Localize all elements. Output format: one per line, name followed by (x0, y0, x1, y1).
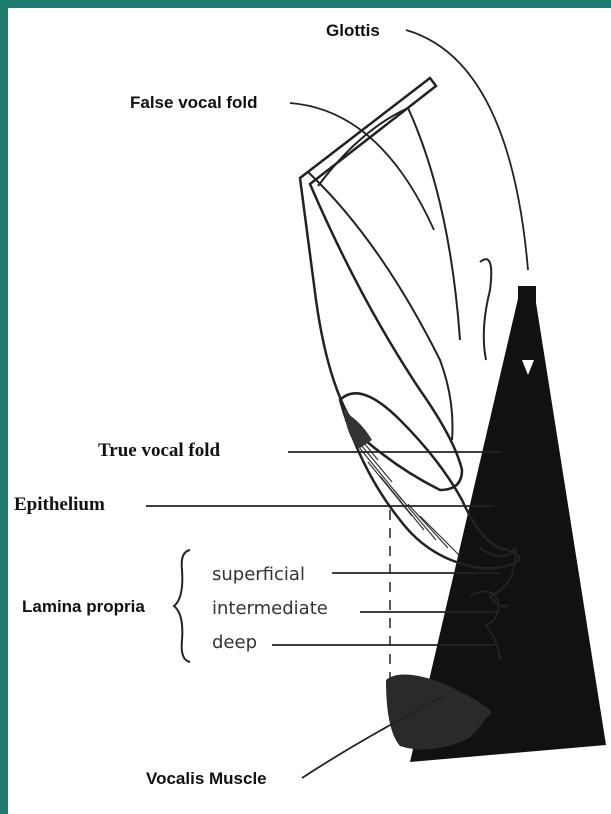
false-fold-outline (300, 78, 462, 490)
false-fold-leader (290, 103, 434, 230)
vocalis-muscle-label: Vocalis Muscle (146, 769, 267, 788)
false-vocal-fold-label: False vocal fold (130, 93, 258, 112)
superficial-label: superficial (212, 564, 305, 585)
lamina-brace (174, 550, 190, 662)
glottis-edge-curve (480, 259, 491, 360)
glottis-label: Glottis (326, 21, 380, 40)
lamina-propria-label: Lamina propria (22, 597, 145, 616)
true-vocal-fold-label: True vocal fold (98, 440, 221, 461)
epithelium-label: Epithelium (14, 494, 105, 515)
intermediate-label: intermediate (212, 598, 328, 619)
false-fold-inner (308, 172, 453, 440)
frame-top (0, 0, 611, 8)
true-fold-dark-patch (344, 412, 372, 448)
deep-label: deep (212, 632, 257, 653)
frame-left (0, 0, 8, 814)
false-fold-body (318, 108, 460, 340)
